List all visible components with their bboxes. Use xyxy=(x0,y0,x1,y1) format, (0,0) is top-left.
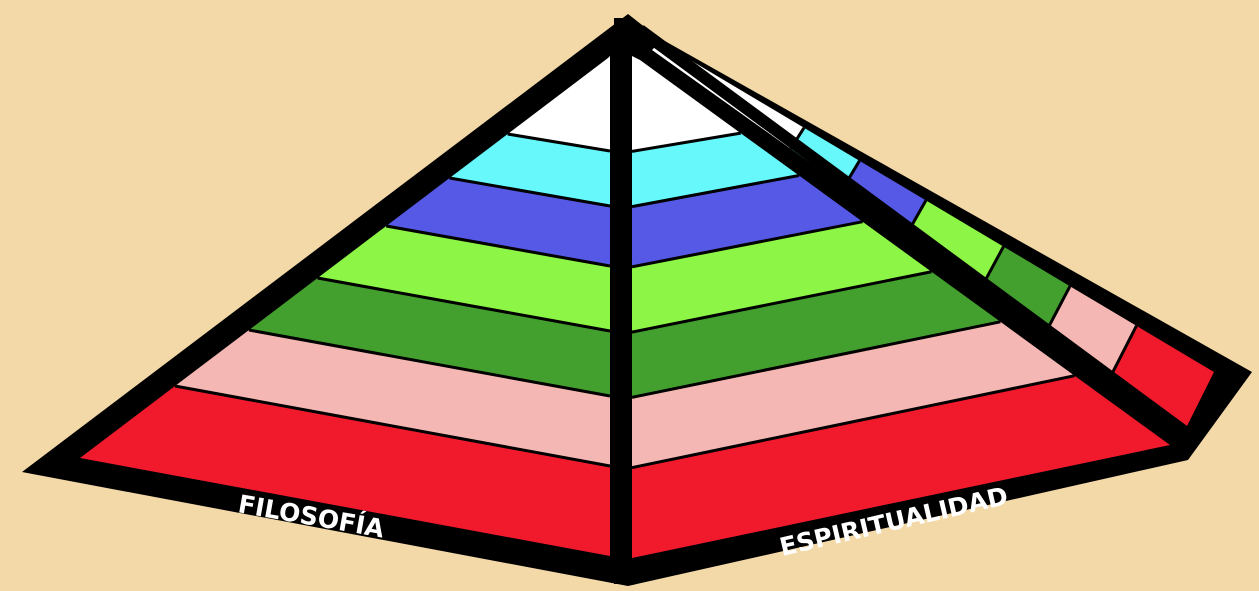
right-separator xyxy=(631,374,1075,470)
side-separator xyxy=(1045,285,1072,332)
right-red-layer xyxy=(632,375,1170,558)
left-separator xyxy=(174,384,611,468)
side-blue-layer xyxy=(843,160,926,233)
left-cyan-layer xyxy=(449,134,610,206)
right-separator xyxy=(631,320,1001,399)
left-separator xyxy=(449,176,611,208)
left-separator xyxy=(248,328,611,398)
left-pink-layer xyxy=(175,330,610,466)
side-ridge xyxy=(636,25,1200,445)
left-separator xyxy=(385,224,611,268)
left-face xyxy=(80,56,611,556)
side-light-green-layer xyxy=(907,200,1004,286)
right-separator xyxy=(631,174,800,209)
right-cyan-layer xyxy=(632,133,799,207)
side-face xyxy=(636,25,1214,445)
left-separator xyxy=(317,276,611,333)
left-red-layer xyxy=(80,386,610,556)
side-pink-layer xyxy=(1046,286,1137,377)
side-red-layer xyxy=(1110,325,1214,430)
right-dark-green-layer xyxy=(632,271,1001,398)
right-separator xyxy=(631,270,932,334)
right-separator xyxy=(631,131,741,153)
left-light-green-layer xyxy=(317,226,610,331)
left-separator xyxy=(507,132,611,153)
right-light-green-layer xyxy=(632,221,932,333)
left-blue-layer xyxy=(386,178,610,266)
left-white-layer xyxy=(507,56,610,151)
right-face xyxy=(614,18,1170,584)
right-blue-layer xyxy=(632,175,863,267)
side-separator xyxy=(1109,325,1138,378)
left-dark-green-layer xyxy=(249,278,610,396)
right-white-layer xyxy=(632,56,741,152)
right-pink-layer xyxy=(632,321,1075,468)
side-dark-green-layer xyxy=(982,246,1070,332)
right-separator xyxy=(631,220,863,269)
